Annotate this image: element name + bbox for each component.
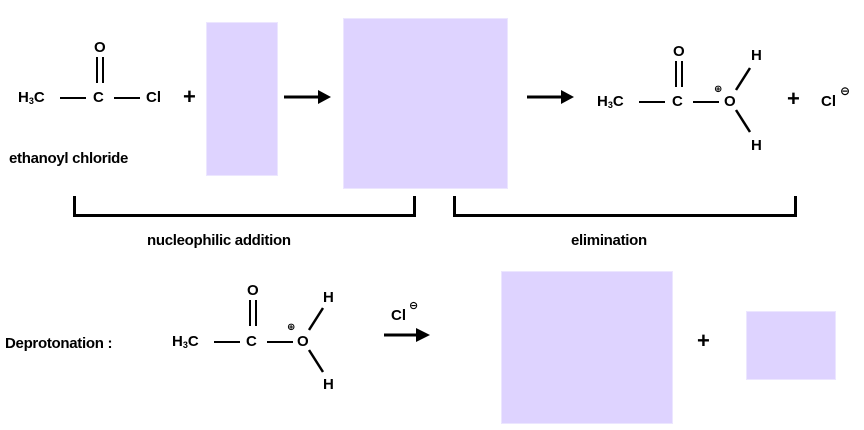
deprotonation-label: Deprotonation : [5, 335, 113, 352]
reaction-arrow-icon [284, 90, 331, 104]
single-bond [60, 97, 86, 99]
bracket-bar [73, 214, 416, 217]
carbonyl-oxygen: O [247, 282, 259, 299]
reactant-name: ethanoyl chloride [9, 150, 129, 167]
oxonium-oxygen: O [297, 333, 309, 350]
double-bond-right [255, 300, 257, 326]
double-bond-left [249, 300, 251, 326]
positive-charge-icon: ⊕ [714, 84, 723, 95]
oh-bonds [307, 307, 325, 373]
double-bond-right [102, 57, 104, 83]
methyl-group: H3C [597, 93, 624, 110]
hydrogen-top: H [751, 47, 762, 64]
bracket-bar [453, 214, 797, 217]
arrow-reagent-chloride: Cl [391, 307, 406, 324]
single-bond [214, 341, 240, 343]
methyl-group: H3C [172, 333, 199, 350]
carbonyl-oxygen: O [673, 43, 685, 60]
deprotonation-product-placeholder [501, 271, 673, 424]
chlorine-atom: Cl [146, 89, 161, 106]
single-bond [693, 101, 719, 103]
hydrogen-top: H [323, 289, 334, 306]
bracket-left-arm [73, 196, 76, 216]
double-bond-right [681, 61, 683, 87]
nucleophilic-addition-label: nucleophilic addition [147, 232, 291, 249]
carbonyl-carbon: C [93, 89, 104, 106]
carbonyl-oxygen: O [94, 39, 106, 56]
bracket-left-arm [453, 196, 456, 216]
double-bond-left [96, 57, 98, 83]
carbonyl-carbon: C [672, 93, 683, 110]
hydrogen-bottom: H [751, 137, 762, 154]
chloride-ion: Cl [821, 93, 836, 110]
plus-sign: + [697, 328, 710, 353]
carbonyl-carbon: C [246, 333, 257, 350]
hydrogen-bottom: H [323, 376, 334, 393]
nucleophile-placeholder [206, 22, 278, 176]
plus-sign: + [183, 84, 196, 109]
single-bond [114, 97, 140, 99]
reaction-arrow-icon [384, 328, 430, 342]
double-bond-left [675, 61, 677, 87]
oxonium-oxygen: O [724, 93, 736, 110]
tetrahedral-intermediate-placeholder [343, 18, 508, 189]
negative-charge-icon: ⊖ [840, 84, 851, 98]
single-bond [267, 341, 293, 343]
bracket-right-arm [413, 196, 416, 216]
negative-charge-icon: ⊖ [409, 300, 419, 312]
bracket-right-arm [794, 196, 797, 216]
positive-charge-icon: ⊕ [287, 322, 296, 333]
plus-sign: + [787, 86, 800, 111]
single-bond [639, 101, 665, 103]
reaction-arrow-icon [527, 90, 574, 104]
elimination-label: elimination [571, 232, 647, 249]
hcl-product-placeholder [746, 311, 836, 380]
methyl-group: H3C [18, 89, 45, 106]
oh-bonds [734, 67, 752, 133]
